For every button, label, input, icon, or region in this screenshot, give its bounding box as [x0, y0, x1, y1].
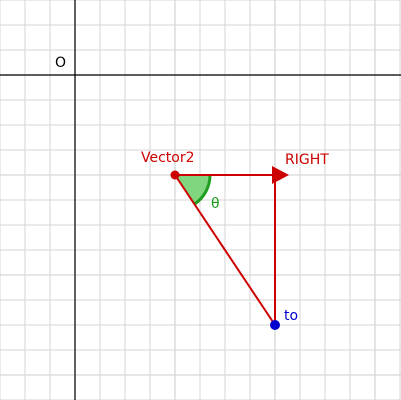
from-point-label: Vector2	[141, 150, 195, 166]
to-vector-line	[174, 174, 276, 326]
right-vector-arrowhead	[272, 166, 289, 184]
target-point-label: to	[284, 308, 298, 324]
from-point	[170, 170, 180, 180]
angle-label: θ	[211, 196, 220, 212]
target-point	[270, 320, 280, 330]
angle-arc	[193, 174, 212, 206]
origin-label: O	[55, 55, 66, 71]
direction-label: RIGHT	[285, 152, 329, 168]
